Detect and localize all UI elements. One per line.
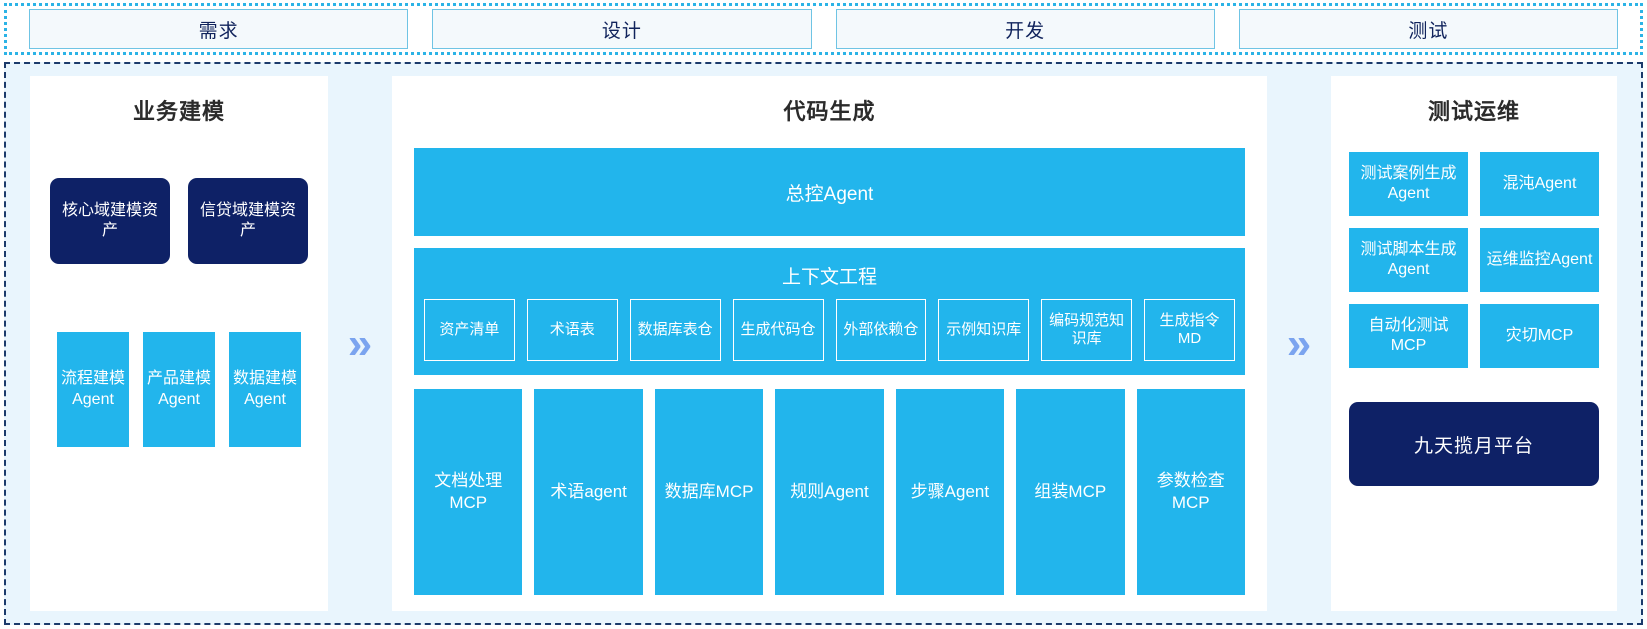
phase-item-testing[interactable]: 测试 [1238, 9, 1618, 49]
item-label: 运维监控Agent [1486, 251, 1593, 268]
agent-data-modeling[interactable]: 数据建模Agent [229, 332, 301, 447]
item-label: 自动化测试MCP [1368, 317, 1449, 354]
tool-rule-agent[interactable]: 规则Agent [775, 389, 884, 595]
test-case-generation-agent[interactable]: 测试案例生成Agent [1349, 152, 1468, 216]
modeling-agent-row: 流程建模Agent 产品建模Agent 数据建模Agent [30, 332, 328, 447]
phase-label: 开发 [1005, 20, 1046, 42]
phase-item-design[interactable]: 设计 [432, 9, 812, 49]
panel-code-generation: 代码生成 总控Agent 上下文工程 资产清单 术语表 [392, 76, 1267, 611]
panel-business-modeling: 业务建模 核心域建模资产 信贷域建模资产 流程建模Agent 产品建模Agent [30, 76, 328, 611]
disaster-switch-mcp[interactable]: 灾切MCP [1480, 304, 1599, 368]
context-item-label: 数据库表仓 [637, 321, 713, 338]
context-item-label: 资产清单 [439, 321, 500, 338]
context-item-example-knowledge-base[interactable]: 示例知识库 [938, 299, 1030, 361]
test-script-generation-agent[interactable]: 测试脚本生成Agent [1349, 228, 1468, 292]
panel-title-test-operations: 测试运维 [1427, 99, 1520, 124]
tool-label: 规则Agent [790, 481, 869, 501]
tool-parameter-check-mcp[interactable]: 参数检查MCP [1136, 389, 1245, 595]
panel-test-operations: 测试运维 测试案例生成Agent 混沌Agent 测试脚本生成Agent 运维监… [1331, 76, 1617, 611]
tool-step-agent[interactable]: 步骤Agent [895, 389, 1005, 595]
item-label: 灾切MCP [1505, 327, 1574, 344]
ops-monitoring-agent[interactable]: 运维监控Agent [1480, 228, 1599, 292]
context-item-glossary[interactable]: 术语表 [526, 299, 618, 361]
phase-label: 需求 [198, 20, 239, 42]
double-chevron-right-icon: » [328, 64, 392, 623]
phase-strip: 需求 设计 开发 测试 [4, 3, 1643, 55]
context-item-label: 术语表 [549, 321, 595, 338]
tool-database-mcp[interactable]: 数据库MCP [654, 389, 764, 595]
tool-label: 文档处理MCP [434, 470, 503, 512]
asset-label: 核心域建模资产 [61, 202, 158, 239]
context-item-label: 编码规范知识库 [1049, 312, 1125, 347]
context-item-label: 生成代码仓 [740, 321, 816, 338]
main-area: 业务建模 核心域建模资产 信贷域建模资产 流程建模Agent 产品建模Agent [4, 62, 1643, 625]
context-item-generated-code-repo[interactable]: 生成代码仓 [732, 299, 824, 361]
tool-label: 步骤Agent [910, 481, 990, 501]
context-item-asset-list[interactable]: 资产清单 [424, 299, 515, 361]
panel-title-code-generation: 代码生成 [783, 99, 876, 124]
phase-item-requirements[interactable]: 需求 [29, 9, 409, 49]
item-label: 测试案例生成Agent [1360, 165, 1457, 202]
phase-item-development[interactable]: 开发 [835, 9, 1215, 49]
tool-row: 文档处理MCP 术语agent 数据库MCP 规则Agent 步骤Agent [414, 389, 1245, 595]
control-agent-bar[interactable]: 总控Agent [414, 148, 1245, 236]
context-item-coding-standard-knowledge-base[interactable]: 编码规范知识库 [1041, 299, 1133, 361]
item-label: 测试脚本生成Agent [1360, 241, 1457, 278]
tool-label: 数据库MCP [664, 481, 754, 501]
chaos-agent[interactable]: 混沌Agent [1480, 152, 1599, 216]
automated-test-mcp[interactable]: 自动化测试MCP [1349, 304, 1468, 368]
tool-document-processing-mcp[interactable]: 文档处理MCP [414, 389, 523, 595]
phase-label: 测试 [1408, 20, 1449, 42]
chevron-glyph: » [347, 318, 373, 368]
context-item-db-table-repo[interactable]: 数据库表仓 [629, 299, 721, 361]
chevron-glyph: » [1286, 318, 1312, 368]
business-modeling-body: 核心域建模资产 信贷域建模资产 流程建模Agent 产品建模Agent 数据建模… [30, 126, 328, 611]
asset-label: 信贷域建模资产 [199, 202, 296, 239]
agent-process-modeling[interactable]: 流程建模Agent [57, 332, 129, 447]
context-item-label: 外部依赖仓 [843, 321, 919, 338]
tool-assembly-mcp[interactable]: 组装MCP [1016, 389, 1125, 595]
asset-core-domain[interactable]: 核心域建模资产 [50, 178, 170, 264]
test-operations-grid: 测试案例生成Agent 混沌Agent 测试脚本生成Agent 运维监控Agen… [1331, 152, 1617, 368]
item-label: 混沌Agent [1502, 175, 1577, 192]
context-item-generation-instruction-md[interactable]: 生成指令MD [1144, 299, 1235, 361]
panel-title-business-modeling: 业务建模 [132, 99, 225, 124]
platform-label: 九天揽月平台 [1413, 435, 1534, 457]
tool-label: 参数检查MCP [1156, 470, 1225, 512]
asset-row: 核心域建模资产 信贷域建模资产 [30, 178, 328, 264]
tool-label: 术语agent [550, 481, 627, 501]
platform-box-jiutian-lanyue[interactable]: 九天揽月平台 [1349, 402, 1599, 486]
context-engineering-title: 上下文工程 [781, 267, 877, 288]
context-engineering-block: 上下文工程 资产清单 术语表 数据库表仓 生成代码仓 [414, 248, 1245, 375]
control-agent-label: 总控Agent [785, 183, 874, 205]
agent-label: 产品建模Agent [146, 369, 211, 408]
tool-glossary-agent[interactable]: 术语agent [534, 389, 643, 595]
agent-label: 流程建模Agent [60, 369, 125, 408]
agent-label: 数据建模Agent [232, 369, 297, 408]
context-item-external-dependency-repo[interactable]: 外部依赖仓 [835, 299, 927, 361]
context-item-label: 示例知识库 [946, 321, 1022, 338]
double-chevron-right-icon: » [1267, 64, 1331, 623]
code-generation-body: 总控Agent 上下文工程 资产清单 术语表 数据库表仓 [392, 126, 1267, 611]
asset-credit-domain[interactable]: 信贷域建模资产 [188, 178, 308, 264]
tool-label: 组装MCP [1034, 481, 1107, 501]
agent-product-modeling[interactable]: 产品建模Agent [143, 332, 215, 447]
context-item-row: 资产清单 术语表 数据库表仓 生成代码仓 外部依赖仓 [424, 299, 1235, 361]
context-item-label: 生成指令MD [1159, 312, 1220, 347]
phase-label: 设计 [601, 20, 642, 42]
